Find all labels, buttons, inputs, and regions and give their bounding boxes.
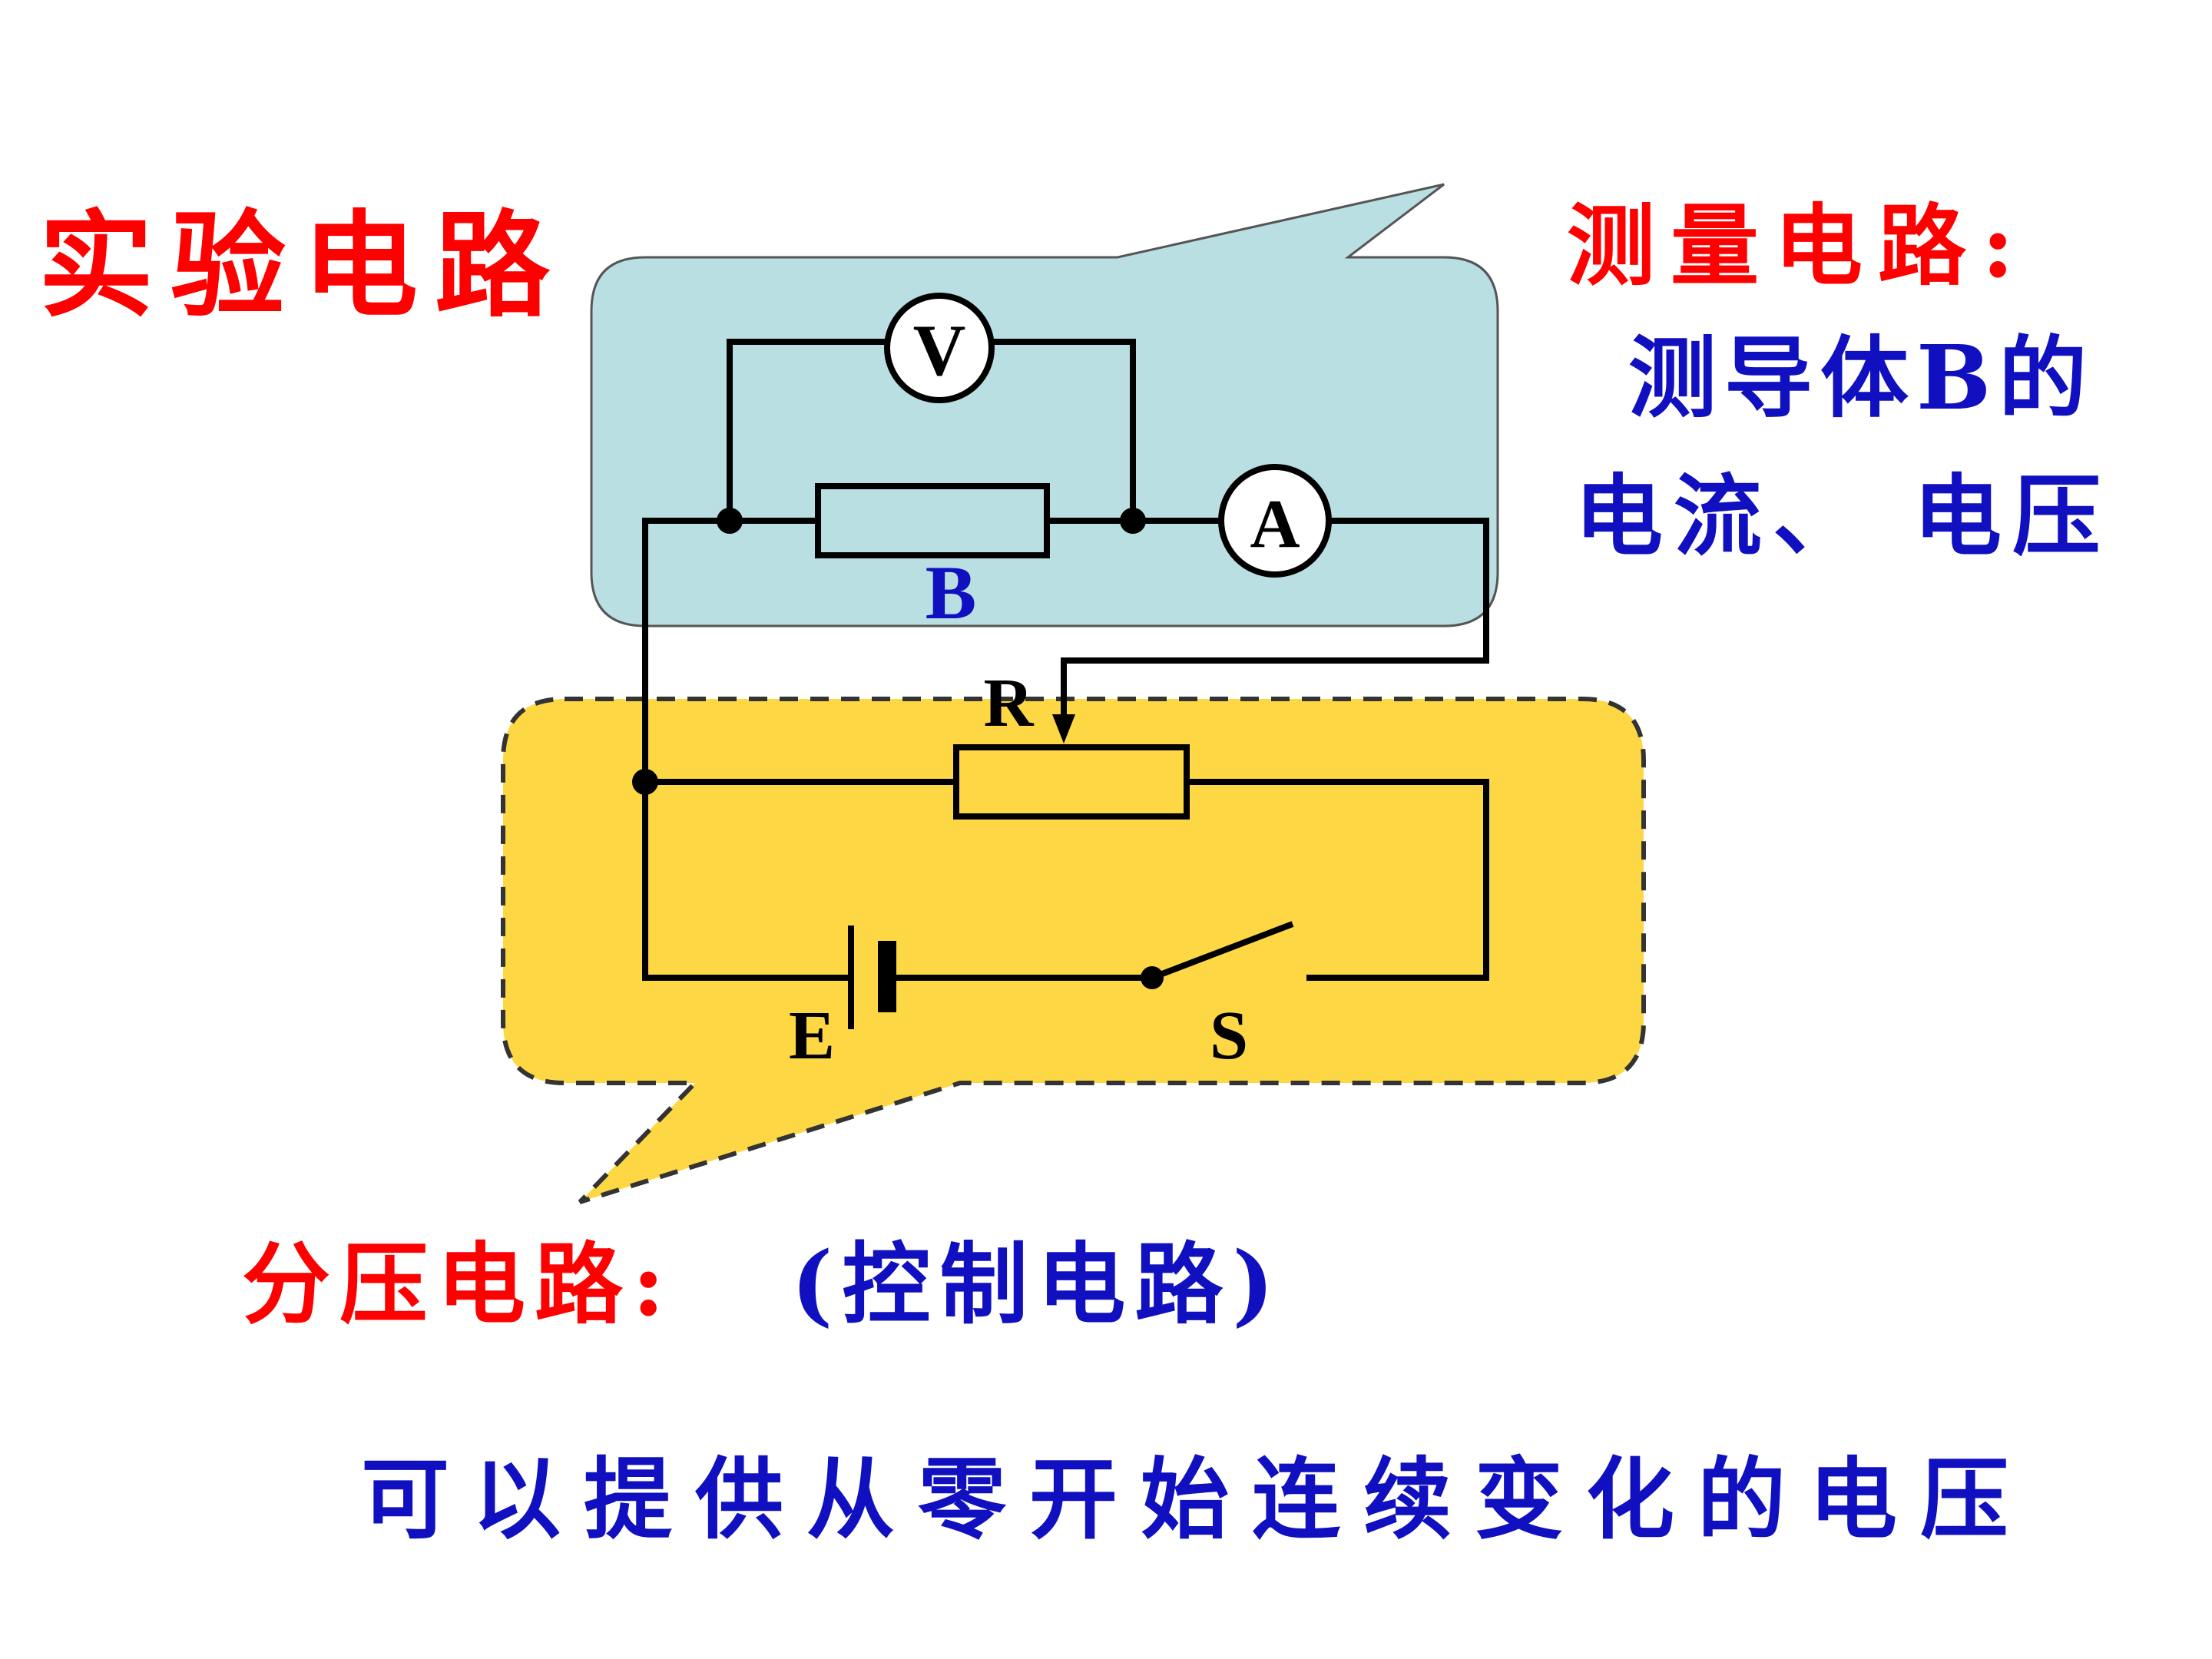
switch-s-label: S — [1210, 998, 1248, 1074]
resistor-b — [815, 483, 1050, 558]
ammeter-icon — [1218, 464, 1332, 578]
divider-region-callout — [501, 697, 1646, 1204]
divider-circuit-title: 分压电路: — [242, 1233, 674, 1336]
voltmeter-branch-wire — [727, 339, 892, 524]
rheostat-r-label: R — [984, 665, 1035, 741]
junction-node-left — [717, 508, 743, 534]
measure-description-line1: 测导体B的 — [1628, 326, 2095, 430]
voltmeter-branch-wire-right — [988, 339, 1136, 524]
top-wire-ammeter-right — [1061, 518, 1489, 729]
rheostat-r — [953, 744, 1190, 820]
divider-region-shape — [501, 697, 1646, 1204]
ammeter-label: A — [1250, 486, 1300, 562]
top-main-wire-left — [642, 518, 821, 785]
rheostat-wire-right — [1184, 779, 1489, 981]
voltmeter-icon — [884, 293, 995, 403]
switch-blade — [1151, 921, 1294, 981]
bottom-note: 可以提供从零开始连续变化的电压 — [361, 1448, 2032, 1551]
bottom-wire-left — [642, 779, 854, 981]
circuit-wires — [642, 339, 1489, 981]
junction-node-right — [1120, 508, 1146, 534]
title-experiment-circuit: 实验电路 — [38, 198, 568, 333]
junction-node-divider — [632, 769, 658, 795]
battery-e-label: E — [789, 998, 835, 1074]
control-circuit-label: (控制电路) — [791, 1233, 1283, 1336]
slider-arrow-icon — [1052, 714, 1075, 743]
measure-description-line2: 电流、 电压 — [1575, 465, 2112, 568]
voltmeter-label: V — [913, 310, 966, 391]
resistor-b-label: B — [926, 550, 977, 635]
measure-circuit-title: 测量电路: — [1567, 194, 2030, 298]
